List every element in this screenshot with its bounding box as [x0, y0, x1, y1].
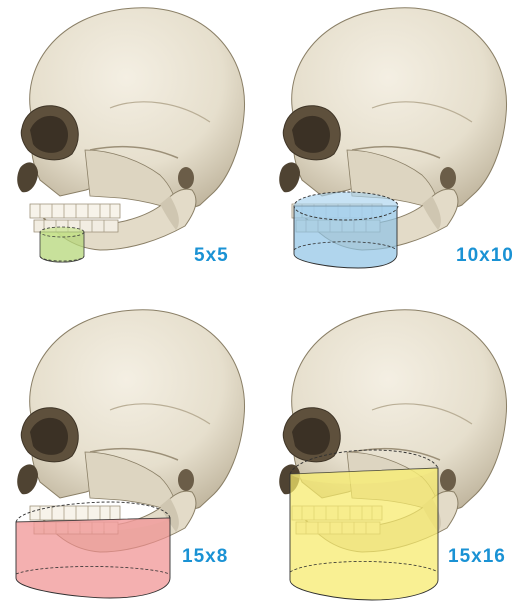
fov-label: 15x8	[182, 546, 228, 568]
panel-5x5: 5x5	[0, 0, 262, 302]
fov-label: 15x16	[448, 546, 506, 568]
fov-label: 5x5	[194, 245, 229, 267]
panel-15x16: 15x16	[262, 302, 524, 604]
panel-15x8: 15x8	[0, 302, 262, 604]
fov-cylinder	[40, 227, 84, 262]
fov-cylinder	[294, 192, 398, 268]
fov-label: 10x10	[456, 245, 514, 267]
panel-10x10: 10x10	[262, 0, 524, 302]
